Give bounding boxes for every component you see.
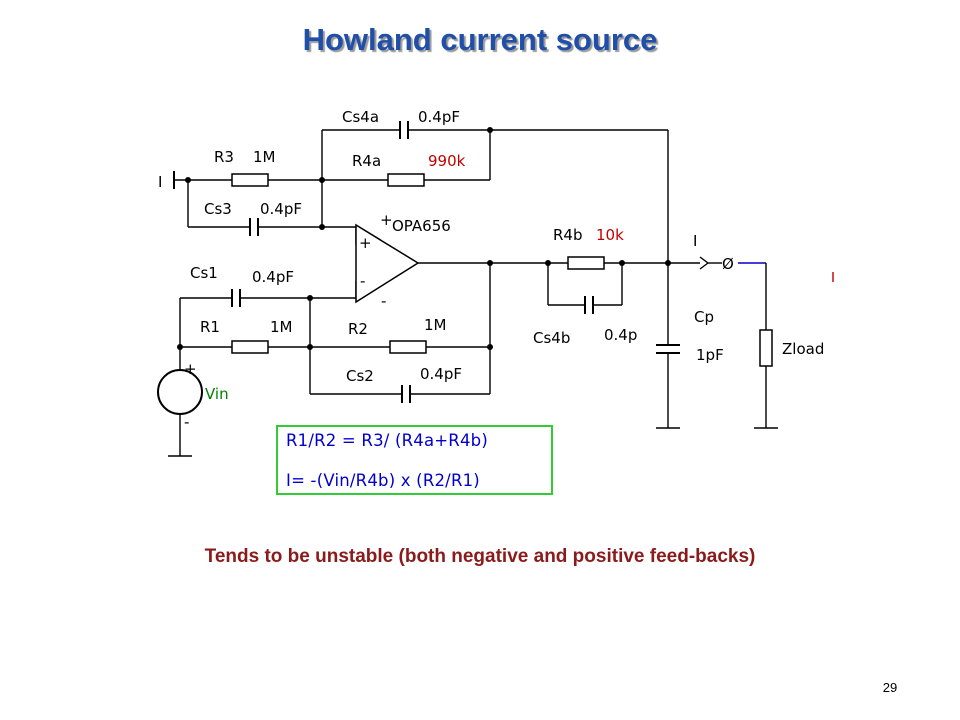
r1-value: 1M xyxy=(270,318,293,336)
slide-title: Howland current source xyxy=(302,22,658,57)
vin-minus: - xyxy=(184,413,189,431)
zload-resistor xyxy=(759,329,773,367)
equation-current: I= -(Vin/R4b) x (R2/R1) xyxy=(286,471,480,490)
page-number: 29 xyxy=(882,680,898,695)
r1-resistor xyxy=(231,340,269,354)
r3-name: R3 xyxy=(214,148,234,166)
cs1-value: 0.4pF xyxy=(252,268,294,286)
cs4a-name: Cs4a xyxy=(342,108,379,126)
cs3-value: 0.4pF xyxy=(260,200,302,218)
r2-resistor xyxy=(389,340,427,354)
vin-name: Vin xyxy=(205,385,229,403)
opamp-pin-plus: + xyxy=(380,211,393,229)
r4b-name: R4b xyxy=(553,226,583,244)
equation-box xyxy=(276,425,553,495)
r2-value: 1M xyxy=(424,316,447,334)
r4a-resistor xyxy=(387,173,425,187)
r1-name: R1 xyxy=(200,318,220,336)
cs2-name: Cs2 xyxy=(346,367,374,385)
cs3-capacitor xyxy=(249,218,259,236)
opamp-minus-input: - xyxy=(360,272,365,290)
zload-name: Zload xyxy=(782,340,824,358)
equation-ratio: R1/R2 = R3/ (R4a+R4b) xyxy=(286,431,488,450)
cs3-name: Cs3 xyxy=(204,200,232,218)
r4b-resistor xyxy=(567,256,605,270)
vin-plus: + xyxy=(184,360,197,378)
opamp-triangle xyxy=(355,223,420,304)
wires xyxy=(168,129,834,457)
cp-value: 1pF xyxy=(696,346,724,364)
cs4b-capacitor xyxy=(584,296,594,314)
vin-source xyxy=(157,369,203,415)
cp-name: Cp xyxy=(694,308,714,326)
cp-capacitor xyxy=(656,344,680,354)
cs4b-value: 0.4p xyxy=(604,326,637,344)
cs2-value: 0.4pF xyxy=(420,365,462,383)
r3-resistor xyxy=(231,173,269,187)
opamp-name: OPA656 xyxy=(392,217,451,235)
r2-name: R2 xyxy=(348,320,368,338)
junction-dots xyxy=(177,127,671,350)
opamp-pin-minus: - xyxy=(381,292,386,310)
cs4a-value: 0.4pF xyxy=(418,108,460,126)
opamp-plus-input: + xyxy=(359,234,372,252)
stability-note: Tends to be unstable (both negative and … xyxy=(204,546,756,567)
input-node-label: I xyxy=(158,173,162,191)
cs1-capacitor xyxy=(231,289,241,307)
cs1-name: Cs1 xyxy=(190,264,218,282)
r4a-name: R4a xyxy=(352,152,381,170)
r4b-value: 10k xyxy=(596,226,624,244)
cs4a-capacitor xyxy=(399,121,409,139)
r3-value: 1M xyxy=(253,148,276,166)
cs2-capacitor xyxy=(401,385,411,403)
output-current-label: I xyxy=(693,232,697,250)
output-terminal-symbol: Ø xyxy=(722,255,734,273)
cs4b-name: Cs4b xyxy=(533,329,570,347)
r4a-value: 990k xyxy=(428,152,466,170)
